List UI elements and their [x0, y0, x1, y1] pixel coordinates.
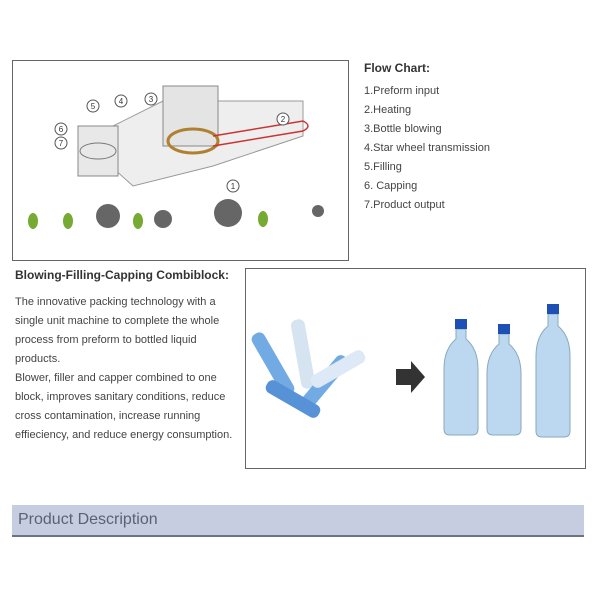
section-title: Product Description [18, 511, 158, 528]
diagram-label: 6 [59, 125, 64, 134]
flow-chart: Flow Chart: 1.Preform input 2.Heating 3.… [364, 61, 490, 218]
diagram-label: 3 [149, 95, 154, 104]
combiblock-description: Blowing-Filling-Capping Combiblock: The … [15, 268, 240, 445]
flow-step: 5.Filling [364, 161, 402, 173]
flow-step: 3.Bottle blowing [364, 123, 442, 135]
diagram-label: 4 [119, 97, 124, 106]
flow-step: 7.Product output [364, 199, 445, 211]
preform-to-bottle-image [245, 268, 586, 469]
combiblock-paragraph: The innovative packing technology with a… [15, 296, 220, 365]
flow-step: 4.Star wheel transmission [364, 142, 490, 154]
flow-step: 6. Capping [364, 180, 418, 192]
diagram-label: 1 [231, 182, 236, 191]
diagram-label: 5 [91, 102, 96, 111]
flow-step: 2.Heating [364, 104, 412, 116]
product-description-header: Product Description [12, 505, 584, 537]
flow-step: 1.Preform input [364, 85, 440, 97]
diagram-label: 2 [281, 115, 286, 124]
diagram-label: 7 [59, 139, 64, 148]
flow-chart-title: Flow Chart: [364, 61, 430, 75]
flow-diagram-image: 7 6 5 4 3 2 1 [12, 60, 349, 261]
combiblock-paragraph: Blower, filler and capper combined to on… [15, 372, 233, 441]
combiblock-title: Blowing-Filling-Capping Combiblock: [15, 268, 229, 282]
